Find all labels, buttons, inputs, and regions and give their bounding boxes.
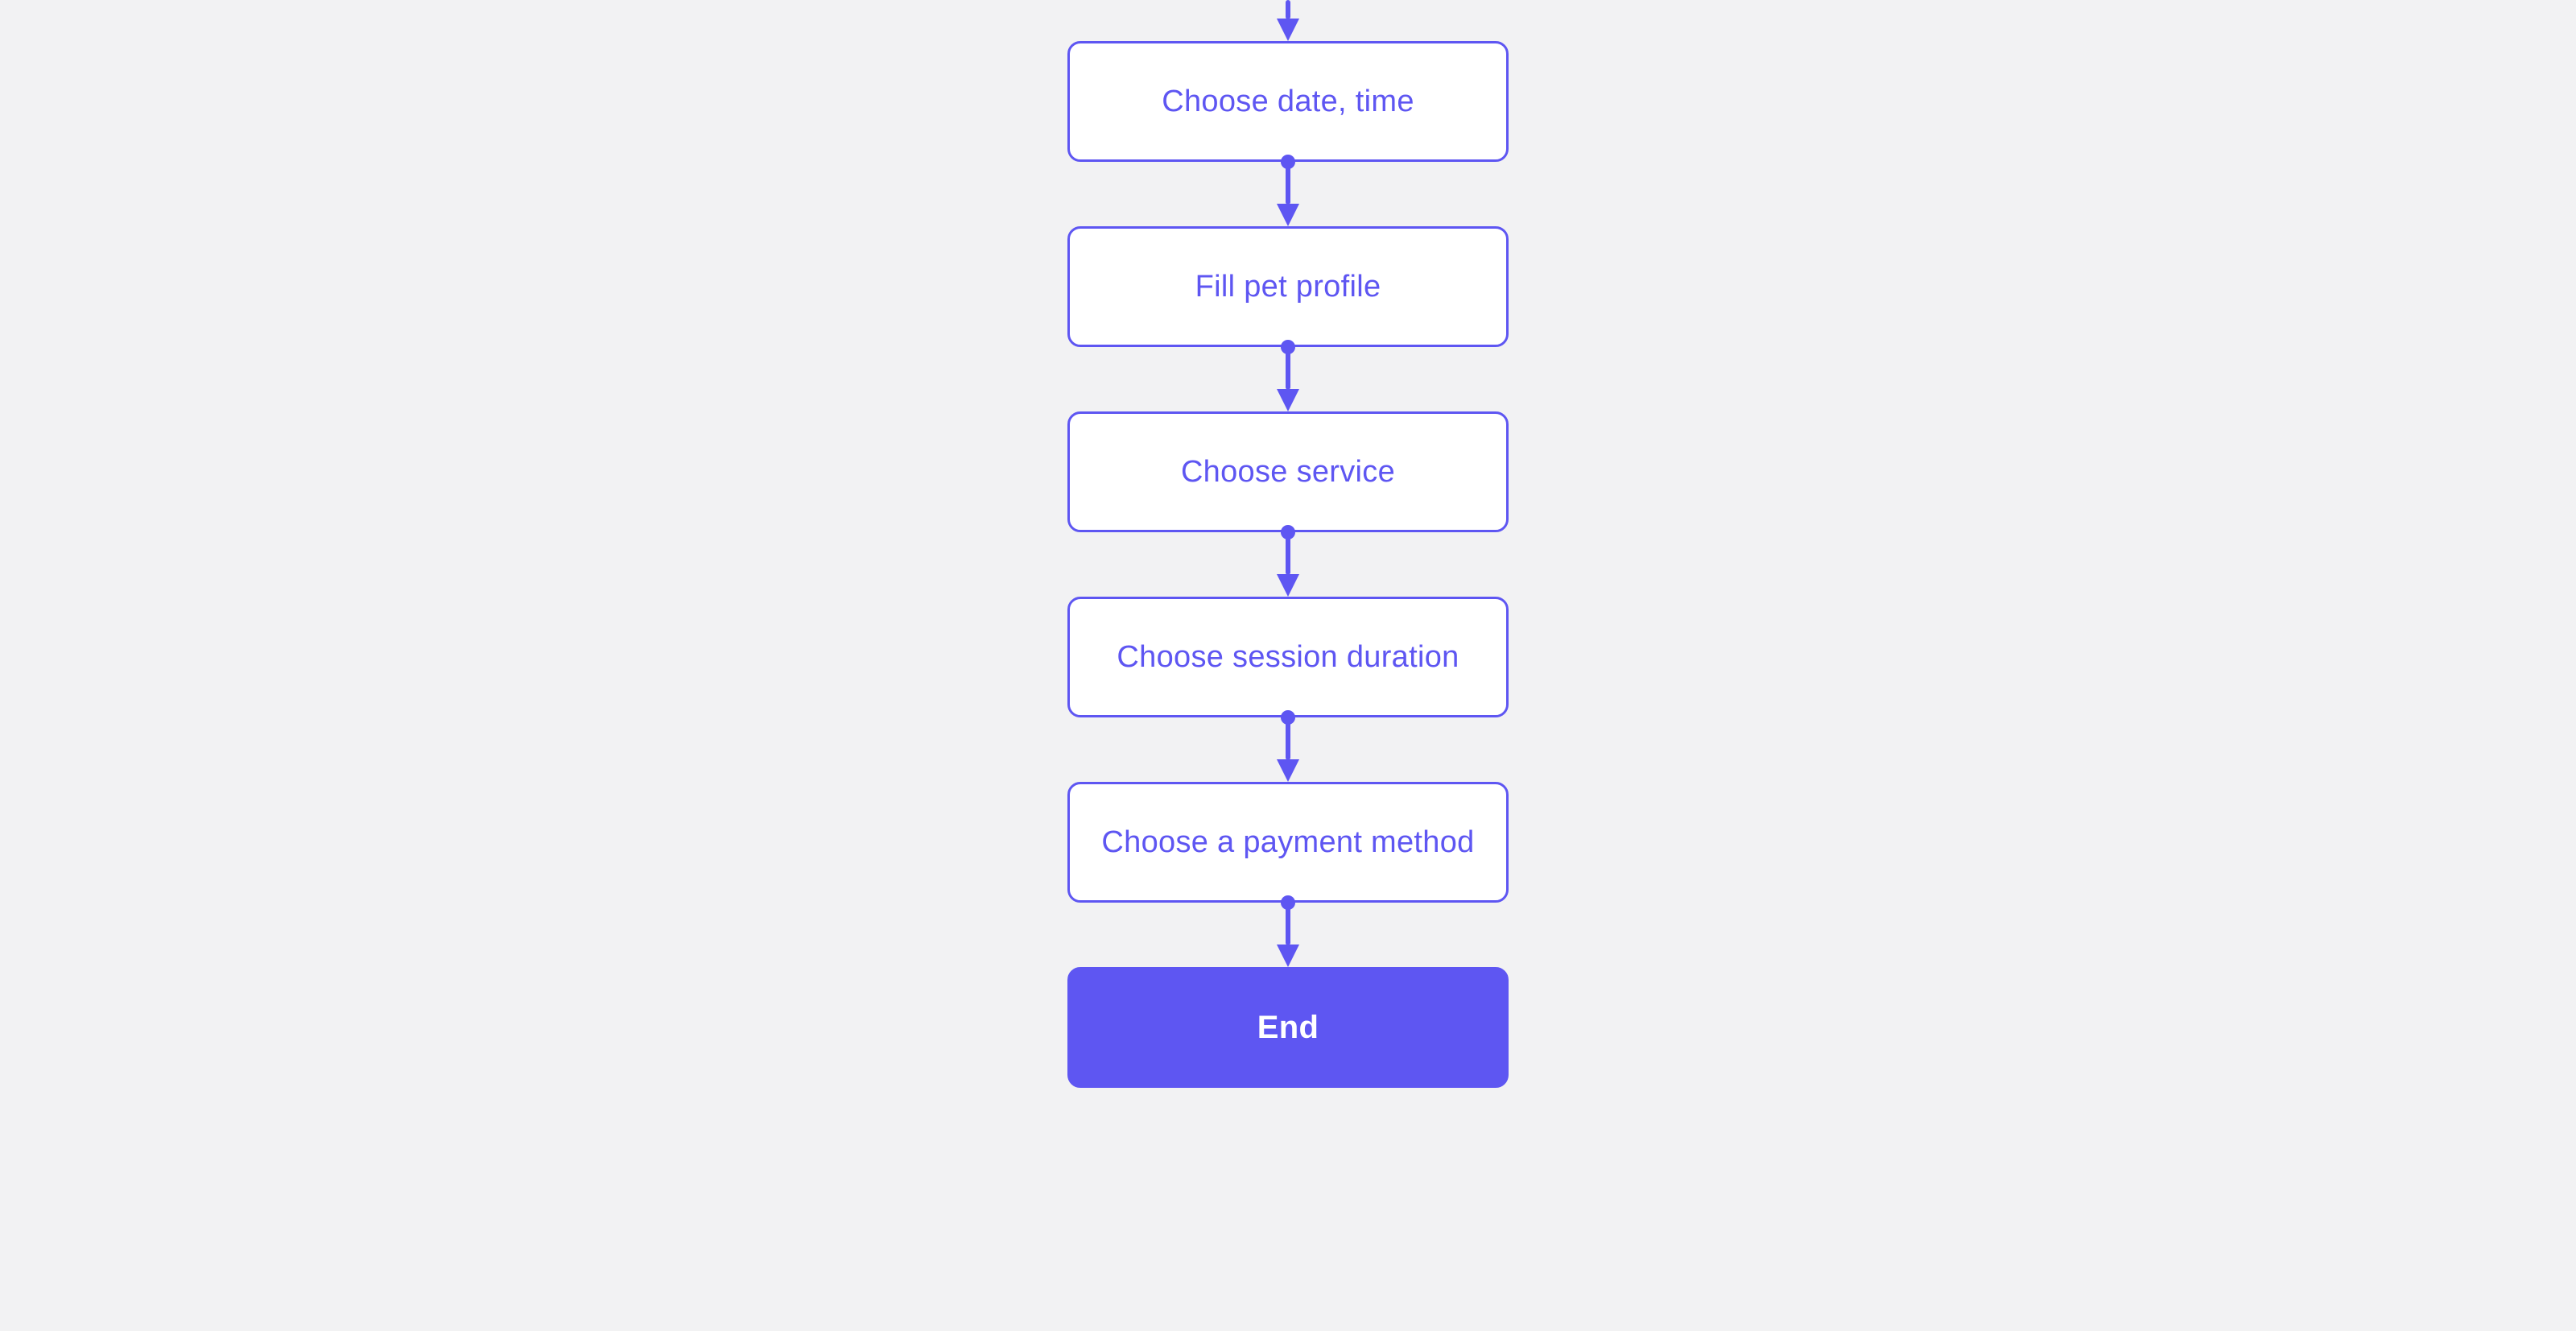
flow-node-choose-session-duration[interactable]: Choose session duration [1067, 597, 1509, 717]
arrowhead-down-icon [1277, 389, 1299, 411]
arrowhead-down-icon [1277, 759, 1299, 782]
edge-line [1286, 347, 1290, 390]
arrowhead-down-icon [1277, 19, 1299, 41]
flow-node-label: Choose session duration [1117, 639, 1459, 674]
flow-node-end[interactable]: End [1067, 967, 1509, 1088]
flow-node-choose-service[interactable]: Choose service [1067, 411, 1509, 532]
arrowhead-down-icon [1277, 204, 1299, 226]
flow-node-label: Fill pet profile [1195, 269, 1381, 304]
edge-line [1286, 903, 1290, 945]
flow-node-label: End [1257, 1009, 1319, 1045]
flow-node-label: Choose service [1180, 454, 1396, 489]
flow-node-choose-date-time[interactable]: Choose date, time [1067, 41, 1509, 162]
edge-line [1286, 717, 1290, 760]
arrowhead-down-icon [1277, 574, 1299, 597]
edge-line [1286, 162, 1290, 205]
flow-node-label: Choose a payment method [1101, 825, 1475, 859]
flow-node-choose-a-payment-method[interactable]: Choose a payment method [1067, 782, 1509, 903]
flow-node-label: Choose date, time [1162, 84, 1414, 118]
edge-line [1286, 0, 1290, 19]
flow-node-fill-pet-profile[interactable]: Fill pet profile [1067, 226, 1509, 347]
edge-line [1286, 532, 1290, 575]
arrowhead-down-icon [1277, 945, 1299, 967]
